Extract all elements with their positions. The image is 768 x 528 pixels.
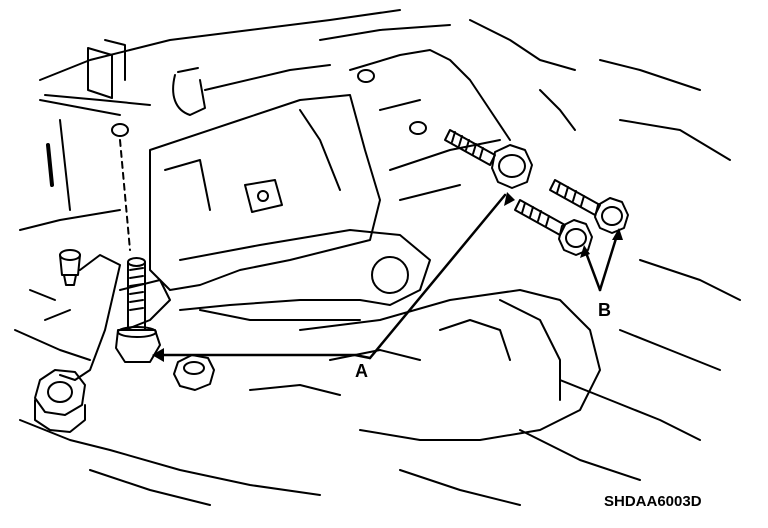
bolt-b-lower [514,199,593,256]
nut-center [173,354,215,391]
upper-bracket [39,39,331,116]
leader-lines-a [153,193,507,360]
figure-code: SHDAA6003D [604,493,702,510]
arrowhead-b-lower [580,245,590,258]
arrowhead-a-right [504,192,515,206]
callout-label-a: A [355,361,368,381]
hole-outline [111,123,129,137]
alignment-dashed-line [119,139,131,251]
leader-lines-b [583,230,620,292]
mount-bracket [149,94,381,291]
side-mount-bracket [349,49,511,141]
callout-label-b: B [598,300,611,320]
mount-arm [179,139,501,321]
arrowhead-b-upper [612,228,623,240]
bolt-b-upper [549,179,629,234]
bolt-a-left [115,257,161,363]
engine-block-outline [14,9,741,506]
transmission-housing [249,289,601,441]
bolt-a-right [444,129,533,189]
stud-bolt-left [59,249,81,286]
nut-lower-left [34,369,86,433]
arrowhead-a-left [152,348,164,362]
torque-rod [44,254,171,381]
